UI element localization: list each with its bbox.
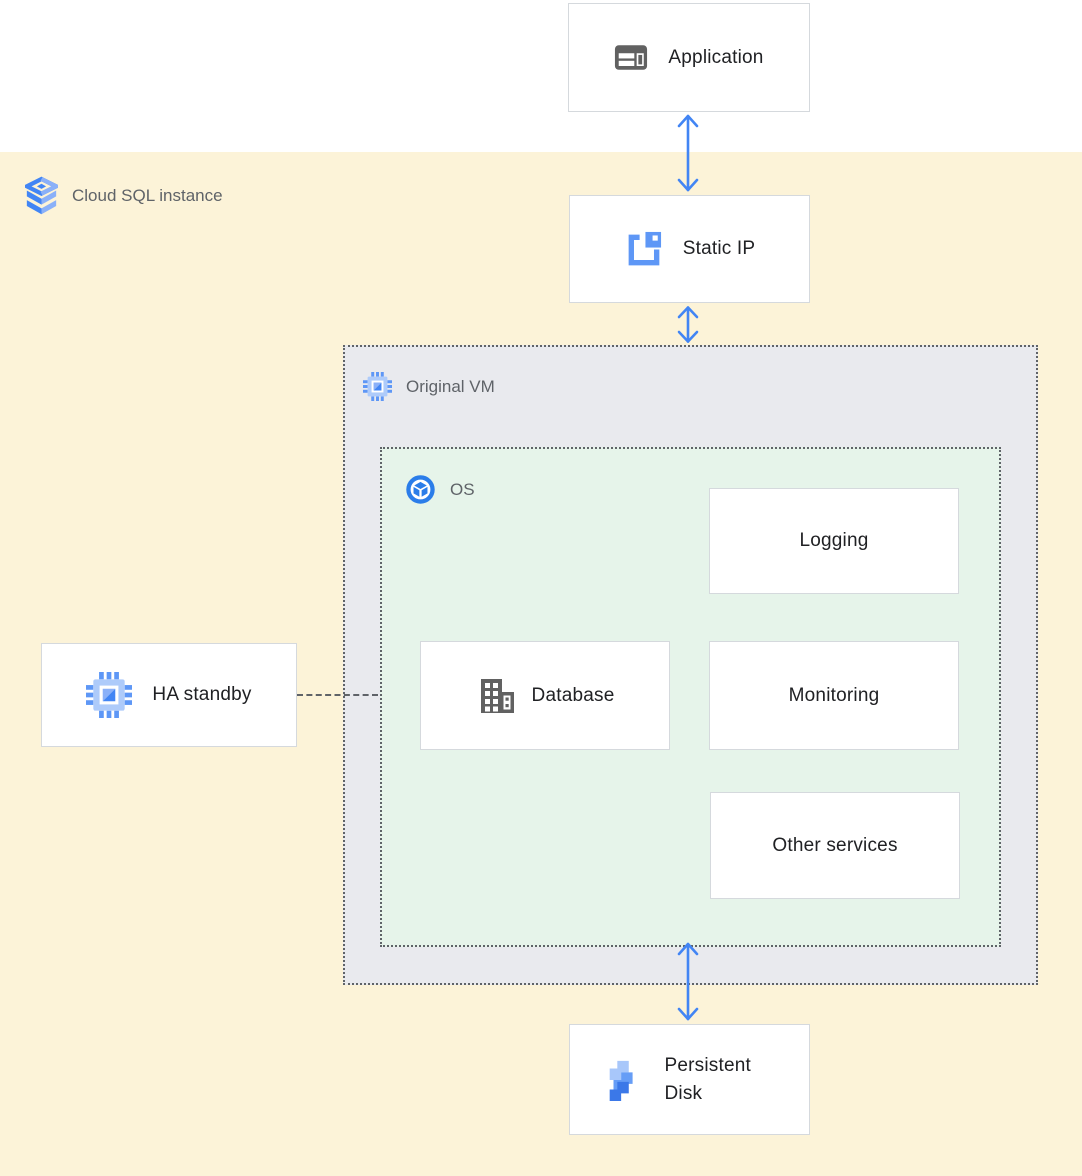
monitoring-node: Monitoring — [709, 641, 959, 750]
original-vm-label: Original VM — [363, 372, 495, 401]
application-node: Application — [568, 3, 810, 112]
arrow-staticip-vm — [677, 306, 699, 343]
connector-hastandby-os — [297, 694, 378, 696]
persistent-disk-node: Persistent Disk — [569, 1024, 810, 1135]
os-icon — [406, 475, 435, 504]
ha-standby-label: HA standby — [152, 684, 252, 705]
monitoring-label: Monitoring — [788, 684, 880, 706]
compute-engine-icon — [86, 672, 133, 718]
logging-node: Logging — [709, 488, 959, 594]
arrow-application-staticip — [677, 114, 699, 192]
other-services-node: Other services — [710, 792, 960, 899]
original-vm-label-text: Original VM — [406, 376, 495, 396]
application-label: Application — [668, 46, 764, 68]
logging-label: Logging — [799, 530, 869, 551]
static-ip-label: Static IP — [682, 238, 756, 259]
persistent-disk-icon — [609, 1060, 633, 1101]
os-label: OS — [405, 474, 475, 505]
static-ip-icon — [628, 231, 661, 265]
database-building-icon — [480, 678, 514, 713]
persistent-disk-label: Persistent Disk — [664, 1054, 751, 1104]
ha-standby-node: HA standby — [41, 643, 297, 747]
static-ip-node: Static IP — [569, 195, 810, 303]
database-label: Database — [531, 684, 615, 706]
compute-engine-icon — [363, 372, 392, 401]
arrow-os-persistentdisk — [677, 942, 699, 1021]
cloud-sql-region-label: Cloud SQL instance — [25, 176, 223, 215]
os-label-text: OS — [450, 479, 475, 499]
cloud-sql-region-label-text: Cloud SQL instance — [72, 185, 223, 205]
database-node: Database — [420, 641, 670, 750]
cloud-sql-icon — [25, 176, 58, 215]
other-services-label: Other services — [772, 834, 898, 856]
application-window-icon — [615, 45, 648, 70]
